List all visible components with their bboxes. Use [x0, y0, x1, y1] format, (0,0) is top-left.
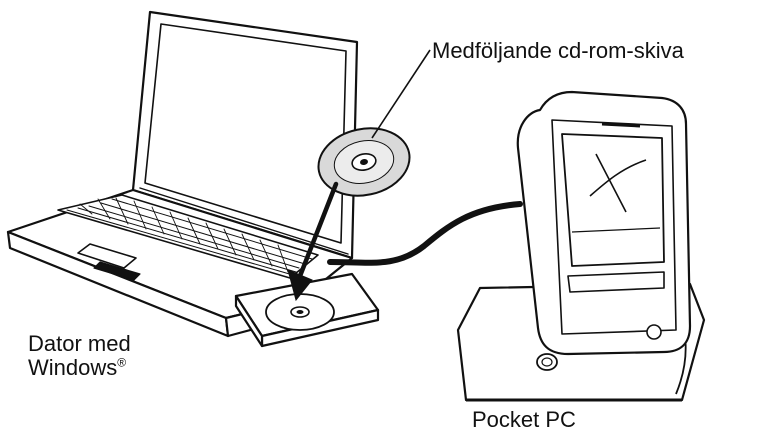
- device-button: [646, 324, 662, 340]
- laptop-touchpad-buttons: [93, 261, 141, 281]
- device-screen: [561, 133, 665, 267]
- connection-cable: [327, 201, 523, 266]
- pocket-pc-device: [456, 90, 706, 402]
- tray-side: [234, 294, 264, 348]
- registered-mark: ®: [117, 355, 127, 370]
- cd-rom-disc: [317, 127, 411, 197]
- computer-label-line2: Windows®: [28, 356, 131, 380]
- computer-label-os: Windows: [28, 355, 118, 380]
- laptop-computer: [6, 10, 359, 338]
- laptop-screen: [144, 23, 347, 244]
- cd-rom-label: Medföljande cd-rom-skiva: [432, 38, 684, 63]
- cd-label-leader: [371, 49, 431, 139]
- screen-scribble: [589, 153, 647, 213]
- laptop-touchpad: [77, 243, 137, 269]
- pocket-pc-label: Pocket PC: [472, 407, 576, 432]
- computer-label-line1: Dator med: [28, 331, 131, 356]
- computer-label: Dator med Windows®: [28, 332, 131, 380]
- insert-arrow: [287, 181, 339, 302]
- cd-tray: [234, 272, 380, 348]
- keyboard-key-columns: [79, 197, 289, 273]
